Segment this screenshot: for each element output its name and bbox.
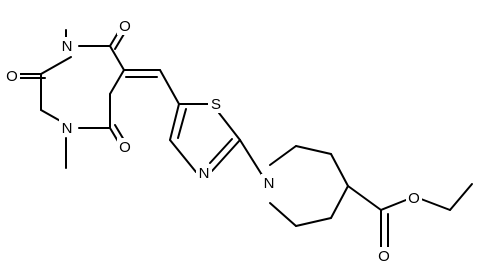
atom-thiazole-nitrogen-label: N — [199, 165, 210, 182]
bond — [239, 139, 263, 176]
bond — [109, 69, 125, 95]
atom-carbonyl-oxygen-label: O — [378, 248, 390, 265]
bond — [269, 145, 297, 166]
atom-ester-oxygen-label: O — [408, 190, 420, 207]
atom-o4-label: O — [119, 18, 131, 35]
atom-n1: N — [59, 37, 75, 55]
bonds — [19, 29, 473, 249]
atom-piperidine-nitrogen: N — [261, 174, 277, 192]
bond — [40, 56, 72, 75]
bond — [347, 185, 382, 211]
bond — [109, 45, 125, 71]
bond — [114, 33, 125, 50]
atom-o6-label: O — [119, 139, 131, 156]
atom-thiazole-nitrogen: N — [196, 164, 212, 182]
atom-thiazole-sulfur: S — [208, 95, 224, 113]
bond — [177, 108, 187, 139]
bond — [295, 145, 332, 155]
bond — [295, 217, 332, 227]
bond — [330, 153, 349, 187]
atom-o6: O — [117, 138, 133, 156]
bond — [218, 112, 241, 141]
atom-n3: N — [59, 119, 75, 137]
bond — [169, 139, 197, 173]
bond — [169, 103, 180, 141]
bond — [269, 202, 297, 227]
bond — [449, 183, 473, 211]
bond — [159, 69, 180, 105]
bond — [211, 139, 241, 172]
bond — [420, 198, 451, 211]
atom-labels: N N O O O S N N — [4, 17, 422, 265]
bond — [209, 138, 233, 164]
atom-n1-label: N — [62, 38, 73, 55]
bond — [114, 124, 125, 141]
atom-carbonyl-oxygen: O — [376, 247, 392, 265]
atom-o4: O — [117, 17, 133, 35]
bond — [380, 199, 407, 211]
bond — [330, 185, 349, 219]
atom-ester-oxygen: O — [406, 189, 422, 207]
atom-piperidine-nitrogen-label: N — [264, 175, 275, 192]
atom-o2: O — [4, 67, 20, 85]
atom-o2-label: O — [6, 68, 18, 85]
atom-thiazole-sulfur-label: S — [211, 96, 221, 113]
atom-n3-label: N — [62, 120, 73, 137]
